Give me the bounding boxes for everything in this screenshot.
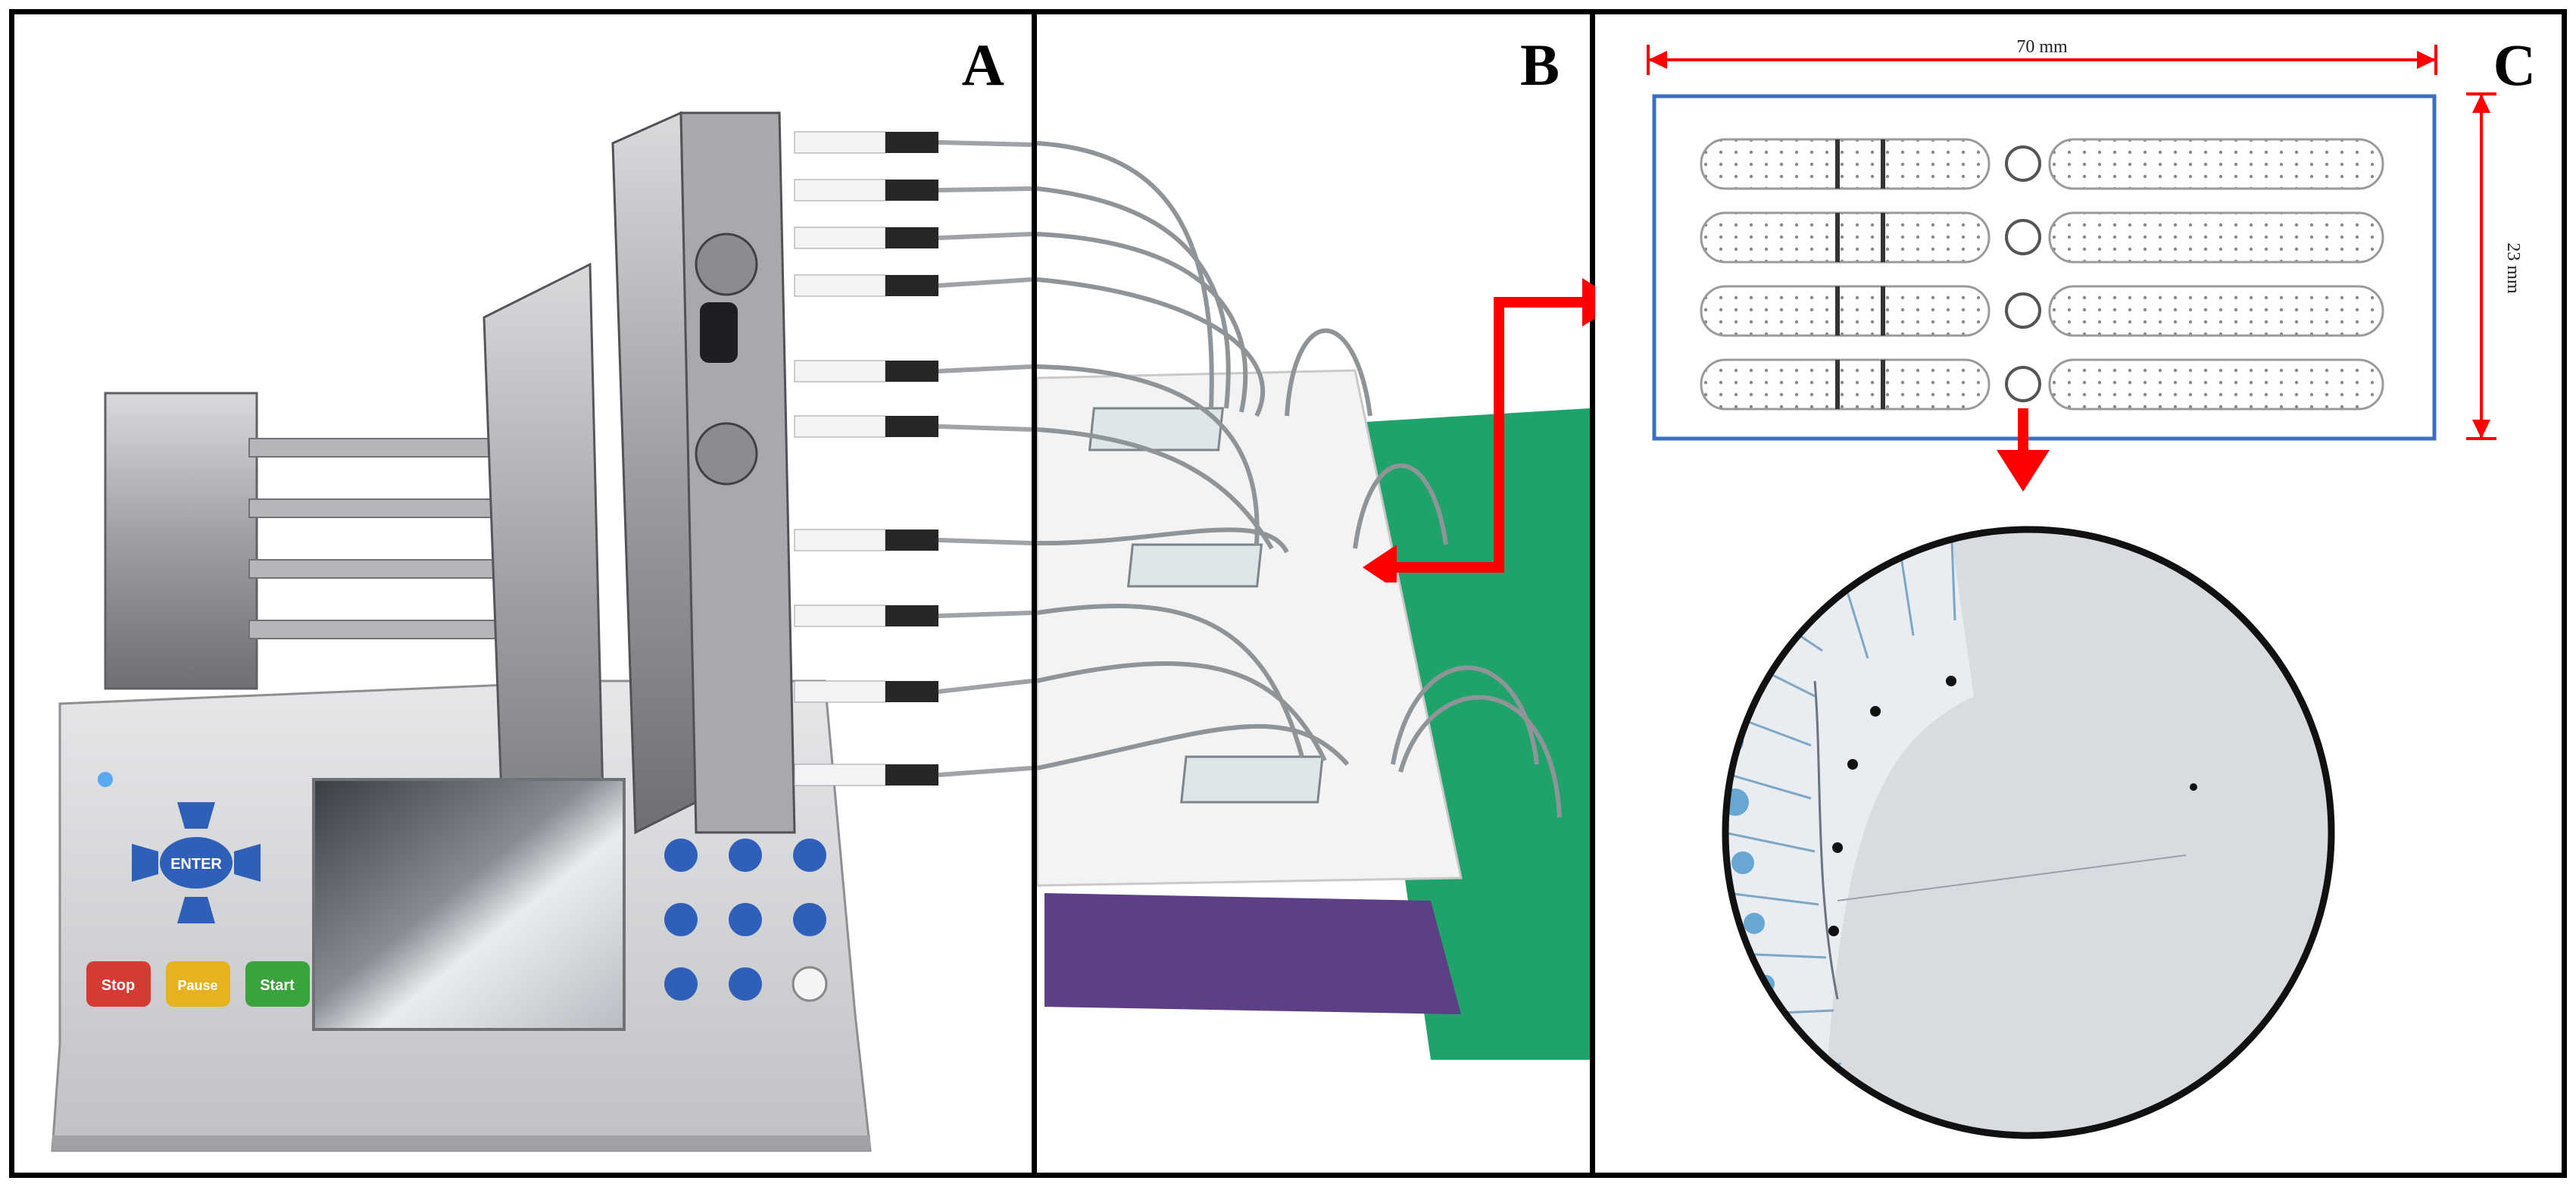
figure-frame: ENTER Stop Pause Start A bbox=[9, 9, 2567, 1178]
microfluidic-chips bbox=[1088, 407, 1324, 804]
stop-button-label: Stop bbox=[101, 977, 135, 994]
syringe bbox=[794, 764, 1032, 786]
panel-label-c: C bbox=[2493, 32, 2536, 98]
pump-lcd-screen bbox=[312, 778, 626, 1031]
panel-b-chip-setup-photo: B bbox=[1037, 14, 1590, 1173]
stop-button: Stop bbox=[86, 961, 151, 1007]
syringe bbox=[794, 529, 1032, 551]
syringe bbox=[794, 679, 1032, 703]
height-dimension: 23 mm bbox=[2466, 92, 2523, 440]
height-label: 23 mm bbox=[2503, 242, 2523, 294]
panel-label-b: B bbox=[1519, 32, 1560, 98]
width-dimension: 70 mm bbox=[1647, 37, 2437, 75]
chip-channels bbox=[1700, 138, 2384, 411]
syringe-holder-bar bbox=[611, 111, 796, 835]
start-button-label: Start bbox=[260, 977, 295, 994]
channel bbox=[1700, 285, 2384, 337]
syringe bbox=[794, 274, 1032, 297]
syringe bbox=[794, 415, 1032, 438]
panel-label-a: A bbox=[961, 32, 1004, 98]
arrow-left-icon bbox=[1363, 545, 1397, 583]
pause-button-label: Pause bbox=[177, 978, 217, 993]
arrow-right-icon bbox=[234, 844, 261, 882]
channel bbox=[1700, 358, 2384, 411]
syringe bbox=[794, 360, 1032, 383]
panel-divider bbox=[1032, 14, 1037, 1173]
syringe bbox=[794, 604, 1032, 627]
direction-pad: ENTER bbox=[132, 802, 261, 923]
red-connector-arrow bbox=[1363, 278, 1620, 583]
arrow-down-icon bbox=[1997, 408, 2050, 492]
pause-button: Pause bbox=[166, 961, 230, 1007]
arrow-left-icon bbox=[132, 844, 158, 882]
syringes bbox=[794, 131, 1032, 786]
arrow-up-icon bbox=[177, 802, 215, 829]
syringe-pump-illustration: ENTER Stop Pause Start bbox=[51, 111, 1032, 1152]
syringe bbox=[794, 179, 1032, 201]
arrow-down-icon bbox=[177, 897, 215, 923]
chip-schematic-illustration: 70 mm 23 mm bbox=[1647, 37, 2523, 1139]
tubing bbox=[1037, 141, 1562, 818]
numeric-keypad bbox=[664, 839, 828, 1002]
syringe bbox=[794, 131, 1032, 154]
width-label: 70 mm bbox=[2016, 37, 2068, 57]
channel bbox=[1700, 138, 2384, 190]
power-led bbox=[98, 772, 113, 787]
channel bbox=[1700, 211, 2384, 264]
micrograph bbox=[1722, 526, 2335, 1139]
panel-c-chip-schematic: 70 mm 23 mm bbox=[1595, 14, 2562, 1173]
panel-divider bbox=[1590, 14, 1595, 1173]
purple-stand bbox=[1044, 893, 1461, 1014]
panel-a-syringe-pump-photo: ENTER Stop Pause Start A bbox=[14, 14, 1032, 1173]
white-board bbox=[1037, 369, 1463, 887]
enter-button-label: ENTER bbox=[170, 856, 222, 873]
syringe bbox=[794, 226, 1032, 249]
chip-setup-illustration bbox=[1037, 141, 1590, 1060]
start-button: Start bbox=[245, 961, 310, 1007]
